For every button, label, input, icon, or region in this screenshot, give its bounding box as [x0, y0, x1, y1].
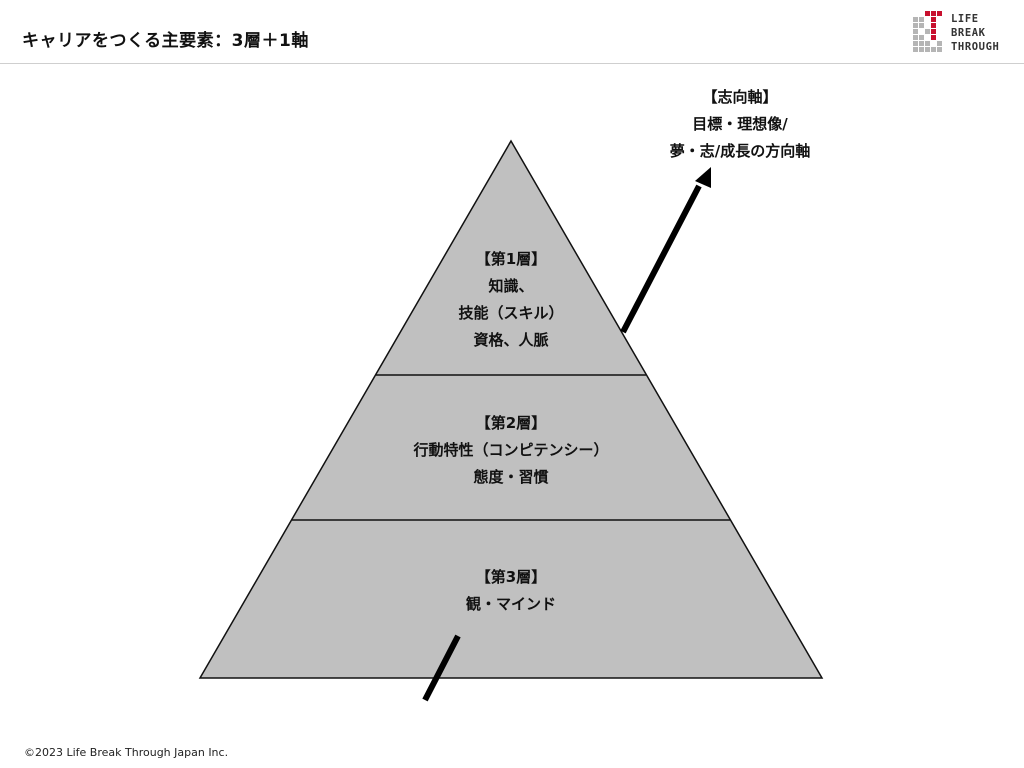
logo-pixel [925, 41, 930, 46]
tier-2-line-2: 態度・習慣 [473, 468, 549, 486]
logo-pixel [925, 47, 930, 52]
logo-pixel [913, 23, 918, 28]
logo-pixel [919, 17, 924, 22]
logo-pixel [931, 47, 936, 52]
logo-pixel [931, 11, 936, 16]
logo-pixel [925, 29, 930, 34]
slide-title: キャリアをつくる主要素：3層＋1軸 [22, 31, 309, 51]
logo-pixel [913, 47, 918, 52]
logo-line-3: THROUGH [951, 41, 1000, 53]
tier-2-line-1: 行動特性（コンピテンシー） [413, 441, 609, 459]
tier-3-title: 【第3層】 [475, 568, 547, 586]
tier-3-line-1: 観・マインド [465, 595, 556, 613]
tier-1-label: 【第1層】 知識、 技能（スキル） 資格、人脈 [361, 246, 661, 354]
logo-mark-icon [913, 11, 942, 52]
logo-pixel [913, 41, 918, 46]
axis-arrow-head [695, 167, 711, 188]
logo-pixel [913, 35, 918, 40]
logo-pixel [937, 47, 942, 52]
logo-pixel [931, 35, 936, 40]
logo-pixel [937, 11, 942, 16]
logo-pixel [937, 41, 942, 46]
axis-arrow-tail [422, 634, 461, 702]
tier-3-label: 【第3層】 観・マインド [361, 564, 661, 618]
logo-pixel [919, 35, 924, 40]
company-logo: LIFE BREAK THROUGH [913, 11, 1017, 55]
logo-line-2: BREAK [951, 27, 986, 39]
logo-line-1: LIFE [951, 13, 979, 25]
logo-pixel [919, 41, 924, 46]
axis-line-1: 目標・理想像/ [692, 115, 788, 133]
pyramid-shape [198, 139, 824, 679]
tier-2-label: 【第2層】 行動特性（コンピテンシー） 態度・習慣 [361, 410, 661, 491]
axis-title: 【志向軸】 [702, 88, 778, 106]
axis-line-2: 夢・志/成長の方向軸 [669, 142, 811, 160]
copyright-notice: ©2023 Life Break Through Japan Inc. [24, 746, 229, 759]
axis-arrow-shaft [620, 184, 702, 334]
tier-1-line-3: 資格、人脈 [473, 331, 549, 349]
logo-pixel [931, 29, 936, 34]
logo-pixel [931, 17, 936, 22]
logo-text: LIFE BREAK THROUGH [951, 12, 999, 54]
tier-1-line-2: 技能（スキル） [458, 304, 564, 322]
tier-1-title: 【第1層】 [475, 250, 547, 268]
logo-pixel [919, 47, 924, 52]
orientation-axis-label: 【志向軸】 目標・理想像/ 夢・志/成長の方向軸 [630, 84, 850, 165]
tier-2-title: 【第2層】 [475, 414, 547, 432]
logo-pixel [913, 29, 918, 34]
tier-1-line-1: 知識、 [488, 277, 534, 295]
logo-pixel [913, 17, 918, 22]
logo-pixel [931, 23, 936, 28]
logo-pixel [919, 23, 924, 28]
logo-pixel [925, 11, 930, 16]
header-divider [0, 63, 1024, 64]
